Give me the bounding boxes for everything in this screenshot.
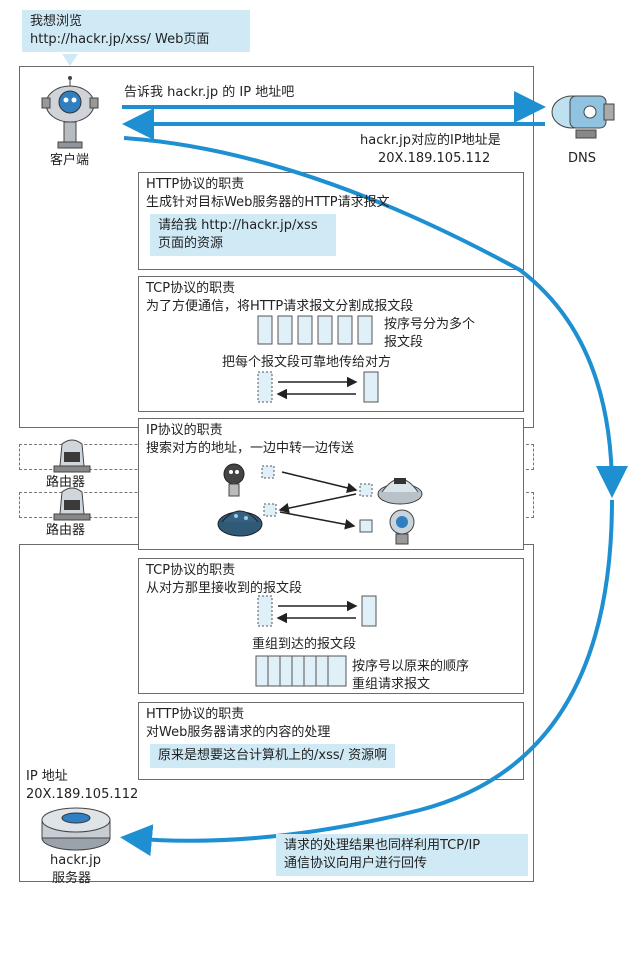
dns-server-icon (551, 95, 615, 139)
dns-response-line-2: 20X.189.105.112 (378, 151, 491, 166)
server-ip-value: 20X.189.105.112 (26, 787, 139, 802)
client-robot-icon (41, 76, 99, 149)
http-request-note-line-1: 请给我 http://hackr.jp/xss (158, 218, 318, 233)
server-ip-label: IP 地址 (26, 769, 68, 784)
tcp-recv-segments (257, 595, 377, 627)
reply-note-line-2: 通信协议向用户进行回传 (284, 856, 428, 871)
ip-arrow-3 (279, 511, 356, 530)
web-server-icon (41, 807, 111, 851)
server-name-line-1: hackr.jp (50, 853, 102, 868)
ip-desc: 搜索对方的地址，一边中转一边传送 (146, 441, 355, 456)
tcp-recv-desc: 从对方那里接收到的报文段 (146, 581, 303, 596)
tcp-send-reliable: 把每个报文段可靠地传给对方 (222, 355, 392, 370)
router-icon-2 (53, 487, 91, 521)
reply-note-line-1: 请求的处理结果也同样利用TCP/IP (284, 838, 481, 853)
speech-line-2: http://hackr.jp/xss/ Web页面 (30, 32, 210, 47)
ip-packets (261, 465, 373, 533)
dns-request-text: 告诉我 hackr.jp 的 IP 地址吧 (124, 85, 295, 100)
tcp-recv-order-line-2: 重组请求报文 (352, 677, 431, 692)
bubble-tail (62, 54, 78, 66)
speech-line-1: 我想浏览 (30, 14, 83, 29)
forward-flow-arrow (123, 136, 628, 498)
router-icon-1 (53, 439, 91, 473)
tcp-send-seq-line-1: 按序号分为多个 (384, 317, 476, 332)
ip-router-dome-icon (217, 510, 263, 537)
http-server-title: HTTP协议的职责 (146, 707, 245, 722)
ip-dome-icon (377, 478, 423, 505)
server-name-line-2: 服务器 (52, 871, 92, 886)
tcp-send-desc: 为了方便通信，将HTTP请求报文分割成报文段 (146, 299, 414, 314)
dns-response-line-1: hackr.jp对应的IP地址是 (360, 133, 501, 148)
ip-arrow-1 (281, 471, 358, 493)
dns-label: DNS (568, 151, 596, 166)
ip-receiver-robot-icon (389, 509, 415, 545)
ip-sender-robot-icon (223, 463, 245, 497)
speech-bubble: 我想浏览 http://hackr.jp/xss/ Web页面 (22, 10, 250, 52)
http-request-note-line-2: 页面的资源 (158, 236, 224, 251)
tcp-recv-title: TCP协议的职责 (146, 563, 236, 578)
http-request-note: 请给我 http://hackr.jp/xss 页面的资源 (150, 214, 336, 256)
tcp-recv-order-line-1: 按序号以原来的顺序 (352, 659, 470, 674)
ip-arrow-2 (278, 493, 357, 514)
ip-panel (138, 418, 524, 550)
router-label-2: 路由器 (46, 523, 86, 538)
tcp-send-segments (257, 315, 379, 403)
tcp-recv-reassemble: 重组到达的报文段 (252, 637, 357, 652)
reply-note: 请求的处理结果也同样利用TCP/IP 通信协议向用户进行回传 (276, 834, 528, 876)
ip-title: IP协议的职责 (146, 423, 223, 438)
http-server-note: 原来是想要这台计算机上的/xss/ 资源啊 (150, 744, 396, 768)
http-request-title: HTTP协议的职责 (146, 177, 245, 192)
tcp-send-seq-line-2: 报文段 (384, 335, 424, 350)
http-request-desc: 生成针对目标Web服务器的HTTP请求报文 (146, 195, 390, 210)
tcp-send-title: TCP协议的职责 (146, 281, 236, 296)
reassembled-message (255, 655, 347, 687)
http-server-desc: 对Web服务器请求的内容的处理 (146, 725, 331, 740)
router-label-1: 路由器 (46, 475, 86, 490)
return-flow-arrow (120, 499, 614, 857)
client-label: 客户端 (50, 153, 90, 168)
